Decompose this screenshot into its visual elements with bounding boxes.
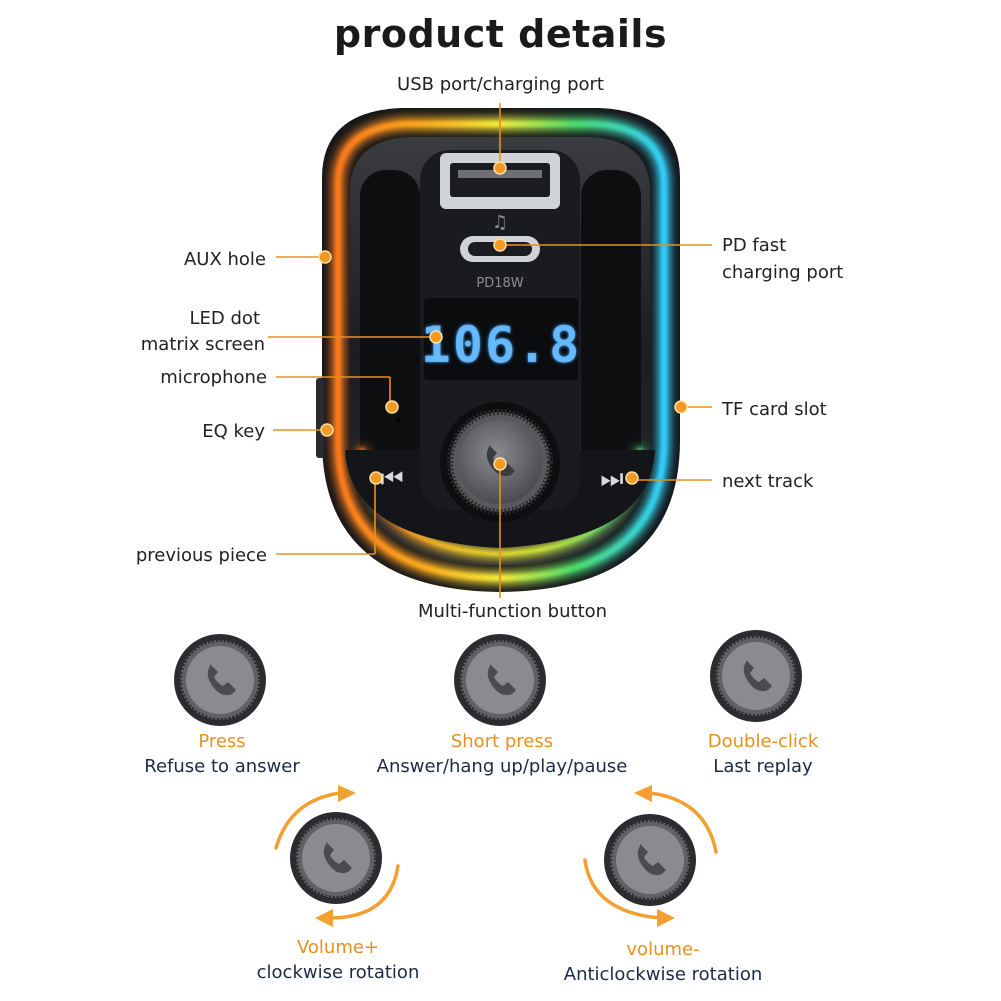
label-pd-fast-2: charging port <box>722 262 844 283</box>
svg-text:106.8: 106.8 <box>421 316 582 374</box>
action-name: Short press <box>450 731 554 752</box>
pd18w-label: PD18W <box>476 276 523 291</box>
phone-icon <box>487 664 516 696</box>
action-name: volume- <box>626 939 700 960</box>
action-description: Last replay <box>713 756 813 777</box>
label-next-track: next track <box>722 471 814 492</box>
next-track-icon: ⏭ <box>600 464 623 494</box>
label-eq-key: EQ key <box>202 421 265 442</box>
action-name: Double-click <box>707 731 819 752</box>
page-title: product details <box>333 12 668 56</box>
frequency-display: 106.8 <box>421 316 582 374</box>
action-double-click: Double-click Last replay <box>663 729 863 779</box>
label-led-1: LED dot <box>189 308 260 329</box>
label-multi-function: Multi-function button <box>417 601 608 622</box>
phone-icon <box>207 664 236 696</box>
action-description: Anticlockwise rotation <box>563 964 763 985</box>
label-microphone: microphone <box>160 367 267 388</box>
label-aux-hole: AUX hole <box>183 249 266 270</box>
action-short-press: Short press Answer/hang up/play/pause <box>352 729 652 779</box>
label-usb-port: USB port/charging port <box>397 74 604 95</box>
phone-icon <box>743 660 772 692</box>
action-volume-down: volume- Anticlockwise rotation <box>528 937 798 987</box>
action-name: Press <box>198 731 246 752</box>
action-description: Answer/hang up/play/pause <box>376 756 628 777</box>
label-previous-piece: previous piece <box>135 545 267 566</box>
action-press: Press Refuse to answer <box>112 729 332 779</box>
previous-track-icon: ⏮ <box>380 464 403 494</box>
label-pd-fast-1: PD fast <box>722 235 787 256</box>
knob-double-click <box>708 628 804 724</box>
label-tf-card: TF card slot <box>722 399 827 420</box>
knob-press <box>172 632 268 728</box>
action-volume-up: Volume+ clockwise rotation <box>228 935 448 985</box>
action-description: Refuse to answer <box>144 756 300 777</box>
action-name: Volume+ <box>296 937 380 958</box>
knob-volume-down <box>602 812 698 908</box>
knob-short-press <box>452 632 548 728</box>
label-led-2: matrix screen <box>140 334 265 355</box>
knob-volume-up <box>288 810 384 906</box>
action-description: clockwise rotation <box>256 962 420 983</box>
music-note-icon: ♫ <box>492 212 508 233</box>
